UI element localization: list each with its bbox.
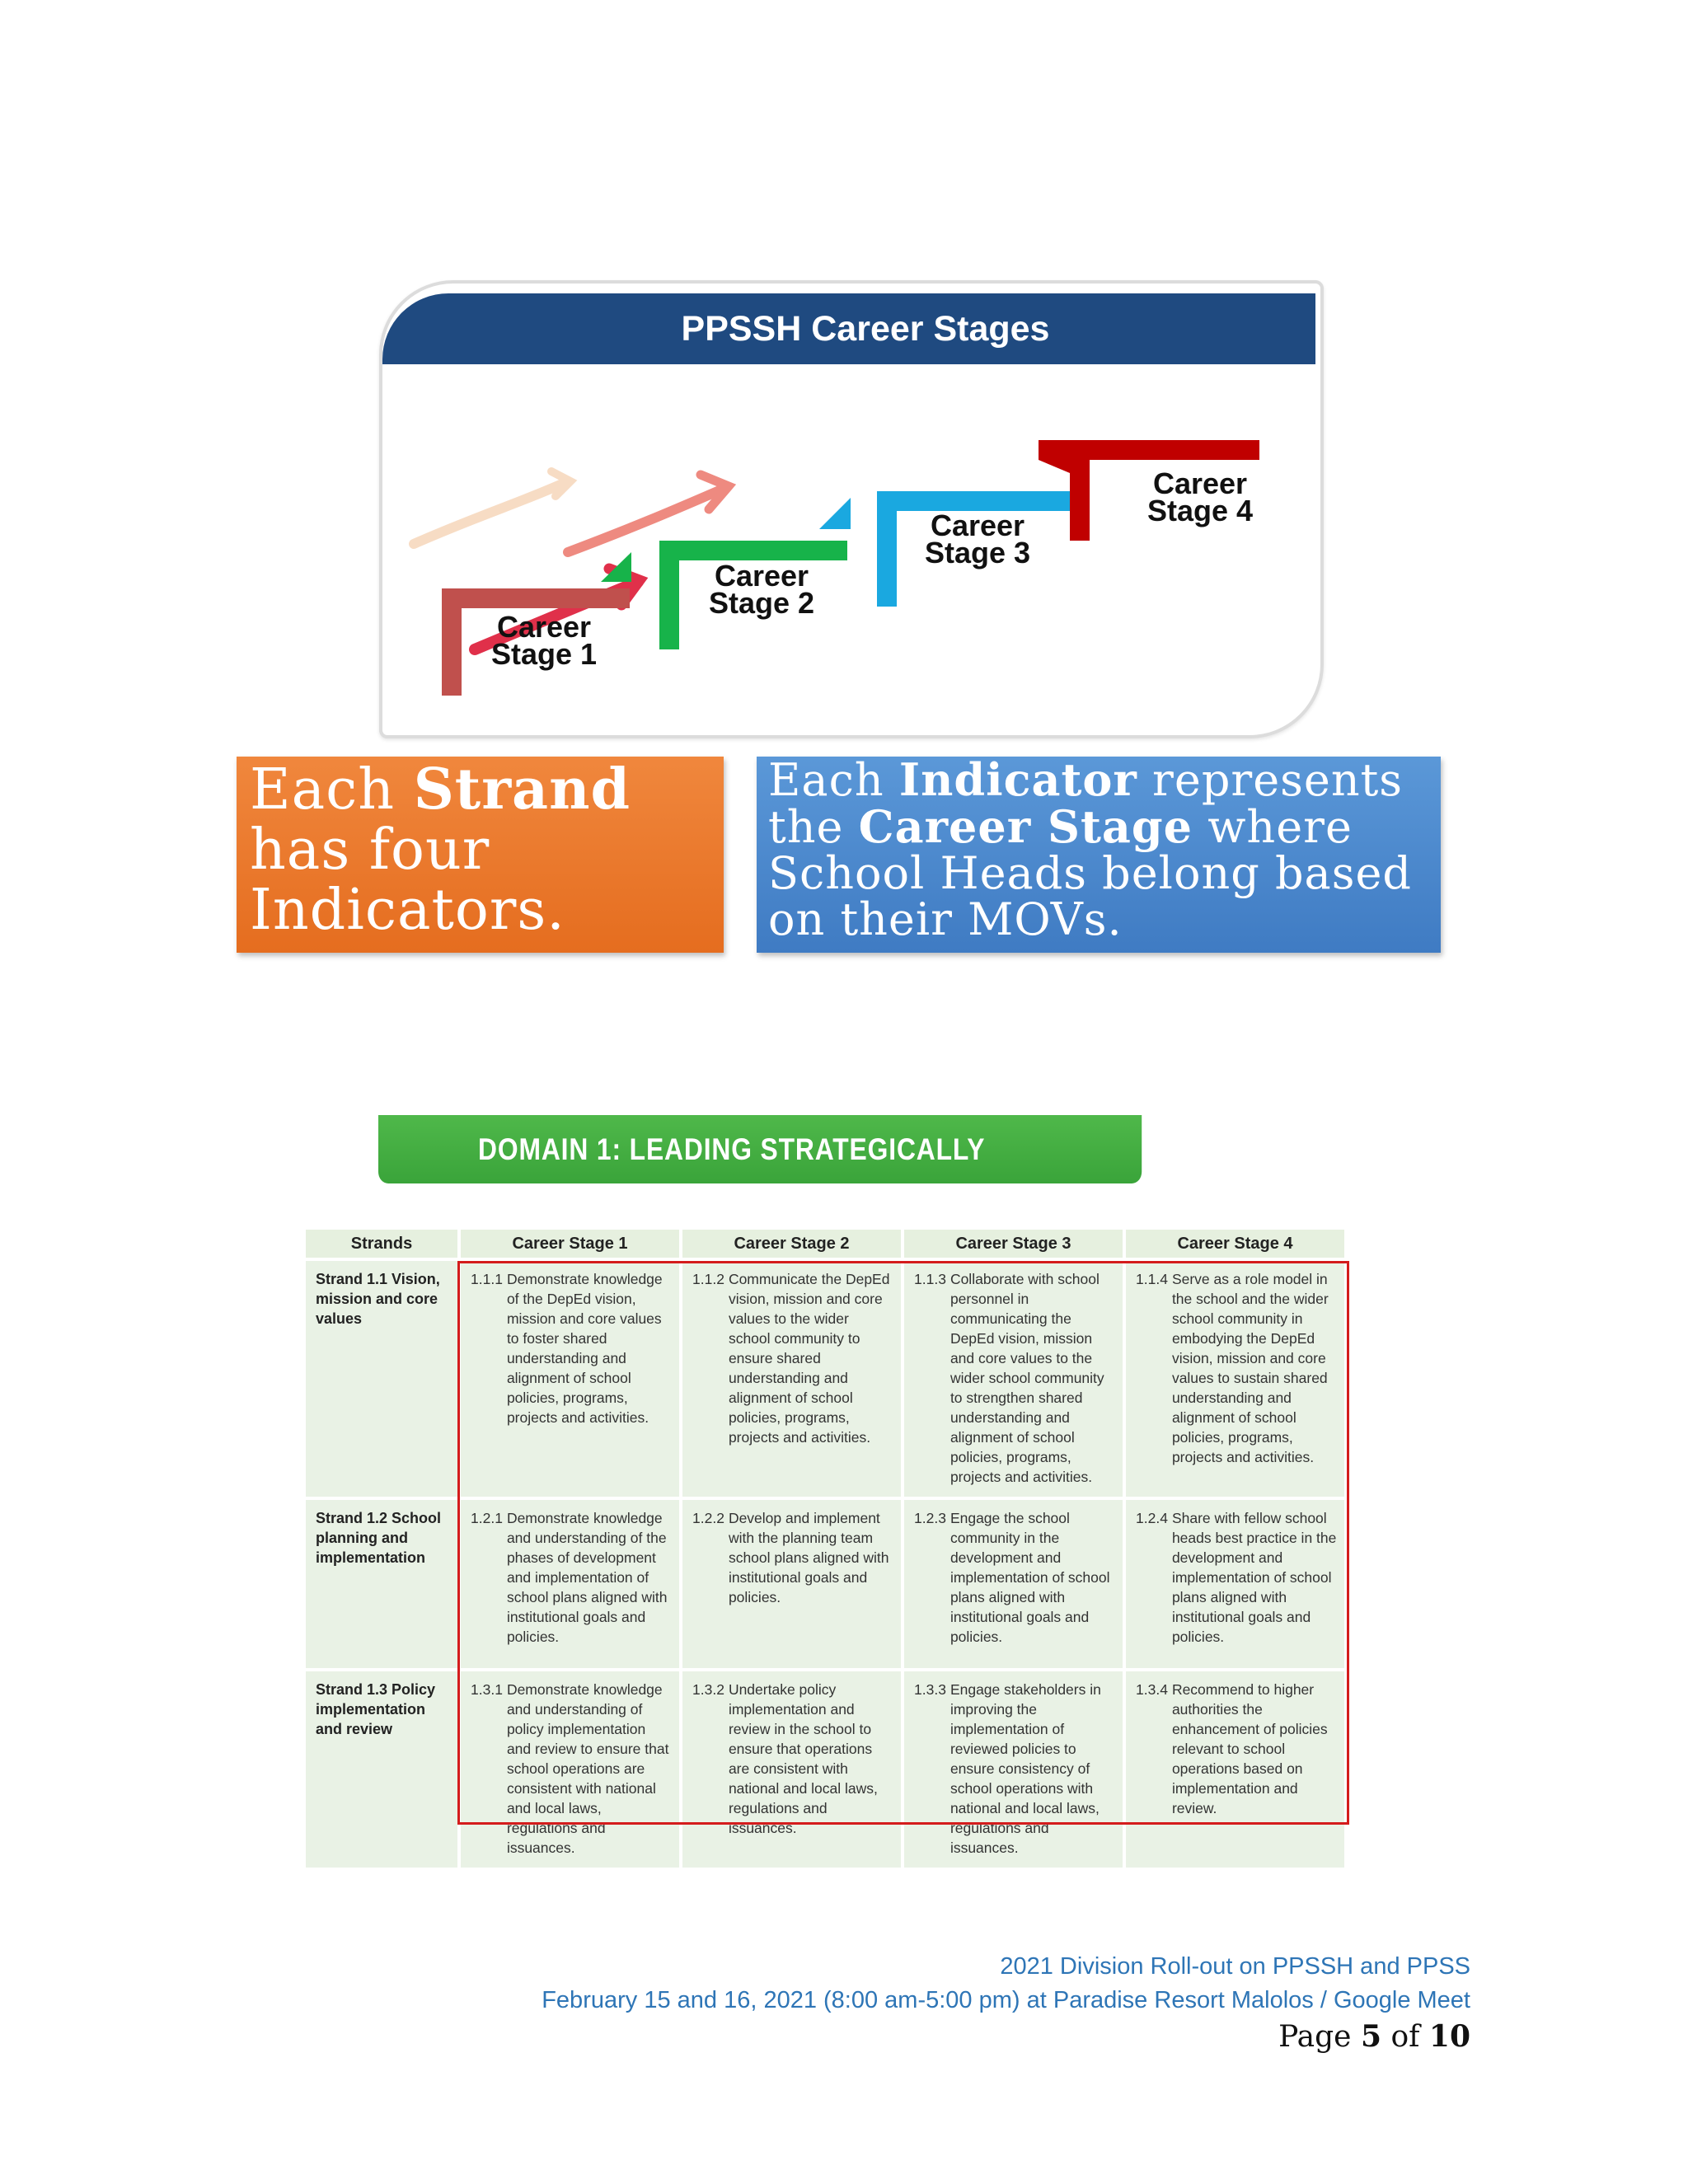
stage-1-label-line2: Stage 1 [490,637,598,671]
stage-3-label-line1: Career [930,509,1025,542]
career-stairs-graphic [409,440,1259,696]
domain-banner: DOMAIN 1: LEADING STRATEGICALLY [378,1115,1142,1183]
stage-2-label-line1: Career [714,559,809,593]
indicator-callout-text: Each [768,754,899,806]
domain-table: Strands Career Stage 1 Career Stage 2 Ca… [302,1226,1348,1871]
indicator-number: 1.1.4 [1136,1271,1168,1287]
indicator-callout-bold: Indicator [898,753,1137,806]
indicator-number: 1.2.3 [914,1510,946,1526]
indicator-number: 1.3.4 [1136,1681,1168,1698]
indicator-number: 1.1.1 [471,1271,503,1287]
indicator-text: Serve as a role model in the school and … [1171,1271,1329,1465]
indicator-number: 1.2.2 [692,1510,724,1526]
strand-callout: Each Strand has four Indicators. [237,757,724,953]
stage-4-label-line2: Stage 4 [1146,494,1254,527]
indicator-text: Engage stakeholders in improving the imp… [950,1681,1101,1856]
footer-title: 2021 Division Roll-out on PPSSH and PPSS [1000,1953,1470,1980]
page-total: 10 [1428,2019,1470,2054]
arrow-faded-icon [409,467,578,549]
page-current: 5 [1360,2019,1381,2054]
arrow-salmon-icon [563,470,737,557]
page-number: Page 5 of 10 [1278,2019,1470,2054]
career-stages-title: PPSSH Career Stages [382,293,1315,364]
stage-2-step [659,541,847,649]
indicator-text: Demonstrate knowledge of the DepEd visio… [506,1271,663,1426]
indicator-text: Demonstrate knowledge and understanding … [506,1510,668,1645]
stage-2-marker [601,552,631,582]
stage-4-step [1039,440,1259,541]
table-row: Strand 1.2 School planning and implement… [306,1500,1344,1668]
header-career-stage-1: Career Stage 1 [461,1230,679,1258]
stage-2-label: Career Stage 2 [696,559,828,620]
page-of: of [1381,2020,1429,2054]
stage-3-marker [819,498,851,529]
stage-1-label-line1: Career [496,610,592,644]
stage-4-label-line1: Career [1152,466,1248,500]
strand-cell: Strand 1.1 Vision, mission and core valu… [306,1261,457,1497]
indicator-number: 1.1.3 [914,1271,946,1287]
strand-callout-text: Each [250,757,414,823]
indicator-number: 1.3.1 [471,1681,503,1698]
stage-2-label-line2: Stage 2 [708,586,815,620]
indicator-callout-bold-2: Career Stage [858,800,1193,853]
indicator-number: 1.1.2 [692,1271,724,1287]
stage-1-label: Career Stage 1 [478,610,610,671]
stage-4-label: Career Stage 4 [1134,466,1266,527]
indicator-text: Recommend to higher authorities the enha… [1171,1681,1328,1816]
header-career-stage-3: Career Stage 3 [904,1230,1123,1258]
strand-callout-text-end: has four Indicators. [250,818,565,943]
stage-3-label: Career Stage 3 [912,509,1043,569]
indicator-text: Develop and implement with the planning … [728,1510,889,1605]
indicator-number: 1.2.1 [471,1510,503,1526]
stage-3-step [877,491,1071,607]
footer-detail: February 15 and 16, 2021 (8:00 am-5:00 p… [542,1987,1470,2013]
indicator-number: 1.3.3 [914,1681,946,1698]
strand-callout-bold: Strand [413,757,631,823]
page-word: Page [1278,2020,1361,2054]
strand-cell: Strand 1.2 School planning and implement… [306,1500,457,1668]
career-stages-figure: PPSSH Career Stages [379,280,1324,738]
indicator-text: Communicate the DepEd vision, mission an… [728,1271,890,1446]
indicator-callout-text-end: where School Heads belong based on their… [768,801,1412,945]
strand-cell: Strand 1.3 Policy implementation and rev… [306,1671,457,1868]
indicator-text: Undertake policy implementation and revi… [728,1681,878,1836]
table-row: Strand 1.3 Policy implementation and rev… [306,1671,1344,1868]
stage-3-label-line2: Stage 3 [924,536,1031,569]
table-header-row: Strands Career Stage 1 Career Stage 2 Ca… [306,1230,1344,1258]
header-career-stage-2: Career Stage 2 [682,1230,901,1258]
header-strands: Strands [306,1230,457,1258]
indicator-text: Share with fellow school heads best prac… [1171,1510,1337,1645]
indicator-callout-text-mid: represents the [768,754,1404,853]
header-career-stage-4: Career Stage 4 [1126,1230,1344,1258]
table-row: Strand 1.1 Vision, mission and core valu… [306,1261,1344,1497]
indicator-number: 1.2.4 [1136,1510,1168,1526]
indicator-text: Collaborate with school personnel in com… [950,1271,1104,1485]
indicator-callout: Each Indicator represents the Career Sta… [757,757,1441,953]
indicator-text: Engage the school community in the devel… [950,1510,1110,1645]
indicator-number: 1.3.2 [692,1681,724,1698]
indicator-text: Demonstrate knowledge and understanding … [506,1681,669,1856]
stage-1-step [442,588,630,696]
